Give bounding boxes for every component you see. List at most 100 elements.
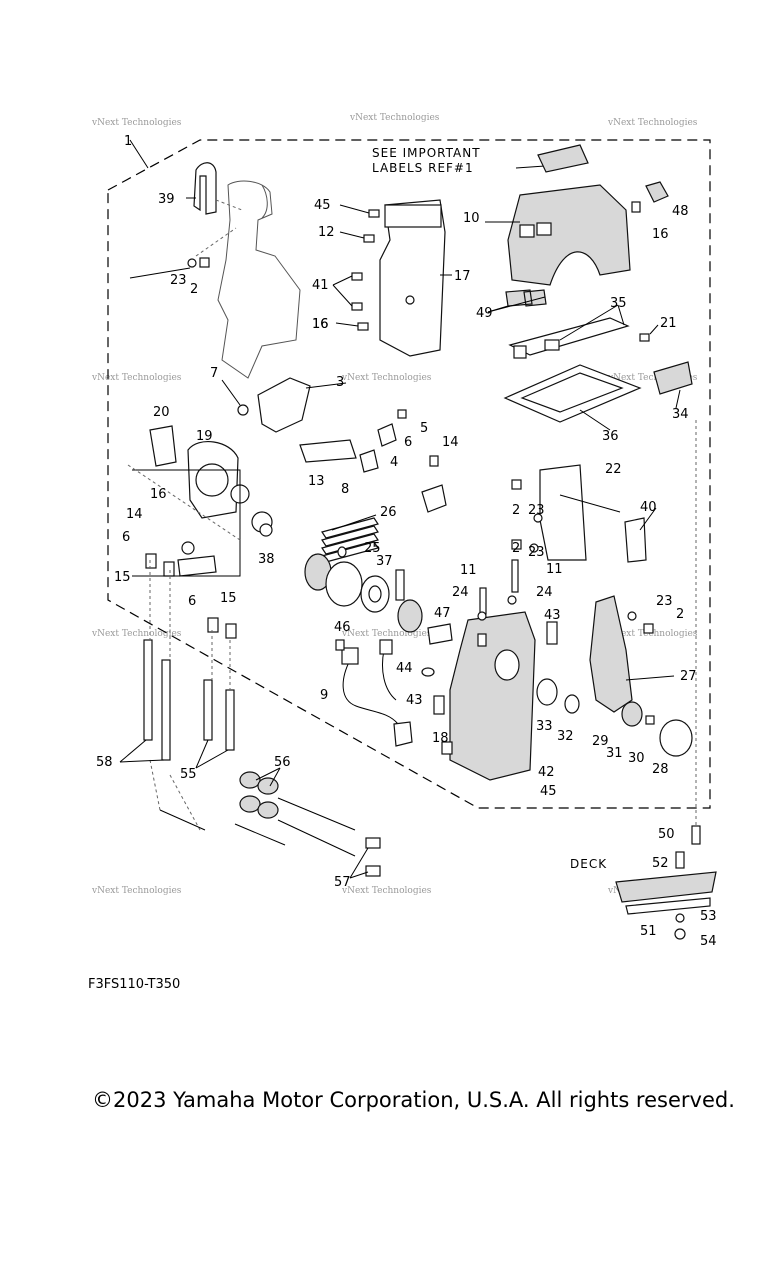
part-49-caps [505,289,547,307]
part-30-screw [645,715,655,725]
callout: 23 [170,273,187,288]
control-body [449,611,536,781]
callout: 14 [126,507,143,522]
part-54-nut [674,928,686,940]
callout: 33 [536,719,553,734]
callout: 44 [396,661,413,676]
part-27-arm [589,595,633,713]
callout: 2 [512,541,520,556]
callout: 8 [341,482,349,497]
callout: 25 [364,541,381,556]
callout: 53 [700,909,717,924]
callout: 18 [432,731,449,746]
part-56-adapters [239,771,356,857]
part-23-washer [627,611,637,621]
part-23-washer [187,258,197,268]
callout: 23 [528,503,545,518]
callout: 54 [700,934,717,949]
callout: 14 [442,435,459,450]
part-34-switch [653,361,693,395]
callout: 2 [676,607,684,622]
part-35-rail [508,317,630,359]
part-28-knob [659,719,693,757]
callout: 16 [652,227,669,242]
callout: 48 [672,204,689,219]
callout: 3 [336,375,344,390]
callout: 23 [656,594,673,609]
part-15-levers [145,541,237,639]
part-3-bracket [257,377,311,433]
callout: 16 [312,317,329,332]
part-43-clip [433,695,445,715]
callout: 15 [220,591,237,606]
callout: 19 [196,429,213,444]
callout: 9 [320,688,328,703]
callout: 52 [652,856,669,871]
part-33-bushing [536,678,558,706]
callout: 27 [680,669,697,684]
part-52-bolt [675,851,685,869]
callout: 42 [538,765,555,780]
control-handle-outline [217,180,301,379]
callout: 6 [404,435,412,450]
part-7-washer [237,404,249,416]
part-39-clip [193,162,217,215]
part-29-disc [621,701,643,727]
callout: 56 [274,755,291,770]
callout: 11 [460,563,477,578]
part-14-bolt [429,455,439,467]
callout: 45 [540,784,557,799]
callout: 57 [334,875,351,890]
callout: 23 [528,545,545,560]
callout: 22 [605,462,622,477]
callout: 29 [592,734,609,749]
watermark: vNext Technologies [607,373,698,383]
deck-panel [615,871,717,903]
part-24-nut [477,611,487,621]
part-13-link [299,439,357,463]
part-23-washer [533,513,543,523]
callout: 5 [420,421,428,436]
callout: 16 [312,317,329,332]
callout: 46 [334,620,351,635]
watermark: vNext Technologies [341,629,432,639]
part-2-screw [511,479,522,490]
watermark: vNext Technologies [91,886,182,896]
callout: 30 [628,751,645,766]
part-57-ends [365,837,381,877]
callout: 41 [312,278,329,293]
part-50-bolt [691,825,701,845]
callout: 34 [672,407,689,422]
labels-note-line1: SEE IMPORTANT [372,146,481,160]
callout: 26 [380,505,397,520]
labels-note: SEE IMPORTANT LABELS REF#1 [372,144,589,175]
callouts: 1 2 2 2 2 3 4 5 6 6 6 7 8 9 10 11 11 12 … [96,134,717,949]
callout: 2 [512,503,520,518]
part-19-housing [149,425,273,537]
part-51-plate [625,897,711,915]
part-53-washer [675,913,685,923]
callout: 58 [96,755,113,770]
part-10-cover [507,184,631,286]
callout: 13 [308,474,325,489]
part-25-collar [337,546,347,558]
part-9-harness [341,639,413,747]
part-43-clip [546,621,558,645]
throttle-cables [143,560,286,846]
neutral-lever [421,484,447,513]
cam-plate [325,561,363,607]
callout: 24 [452,585,469,600]
leader-lines [119,221,681,879]
part-24-nut [507,595,517,605]
watermark: vNext Technologies [91,629,182,639]
figure-code: F3FS110-T350 [88,977,181,992]
callout: 40 [640,500,657,515]
callout: 20 [153,405,170,420]
part-46-screw [335,639,345,651]
copyright-notice: ©2023 Yamaha Motor Corporation, U.S.A. A… [92,1088,735,1112]
shaft [395,569,405,601]
part-23-washer [529,543,539,553]
callout: 12 [318,225,335,240]
part-40-cover [624,517,647,563]
